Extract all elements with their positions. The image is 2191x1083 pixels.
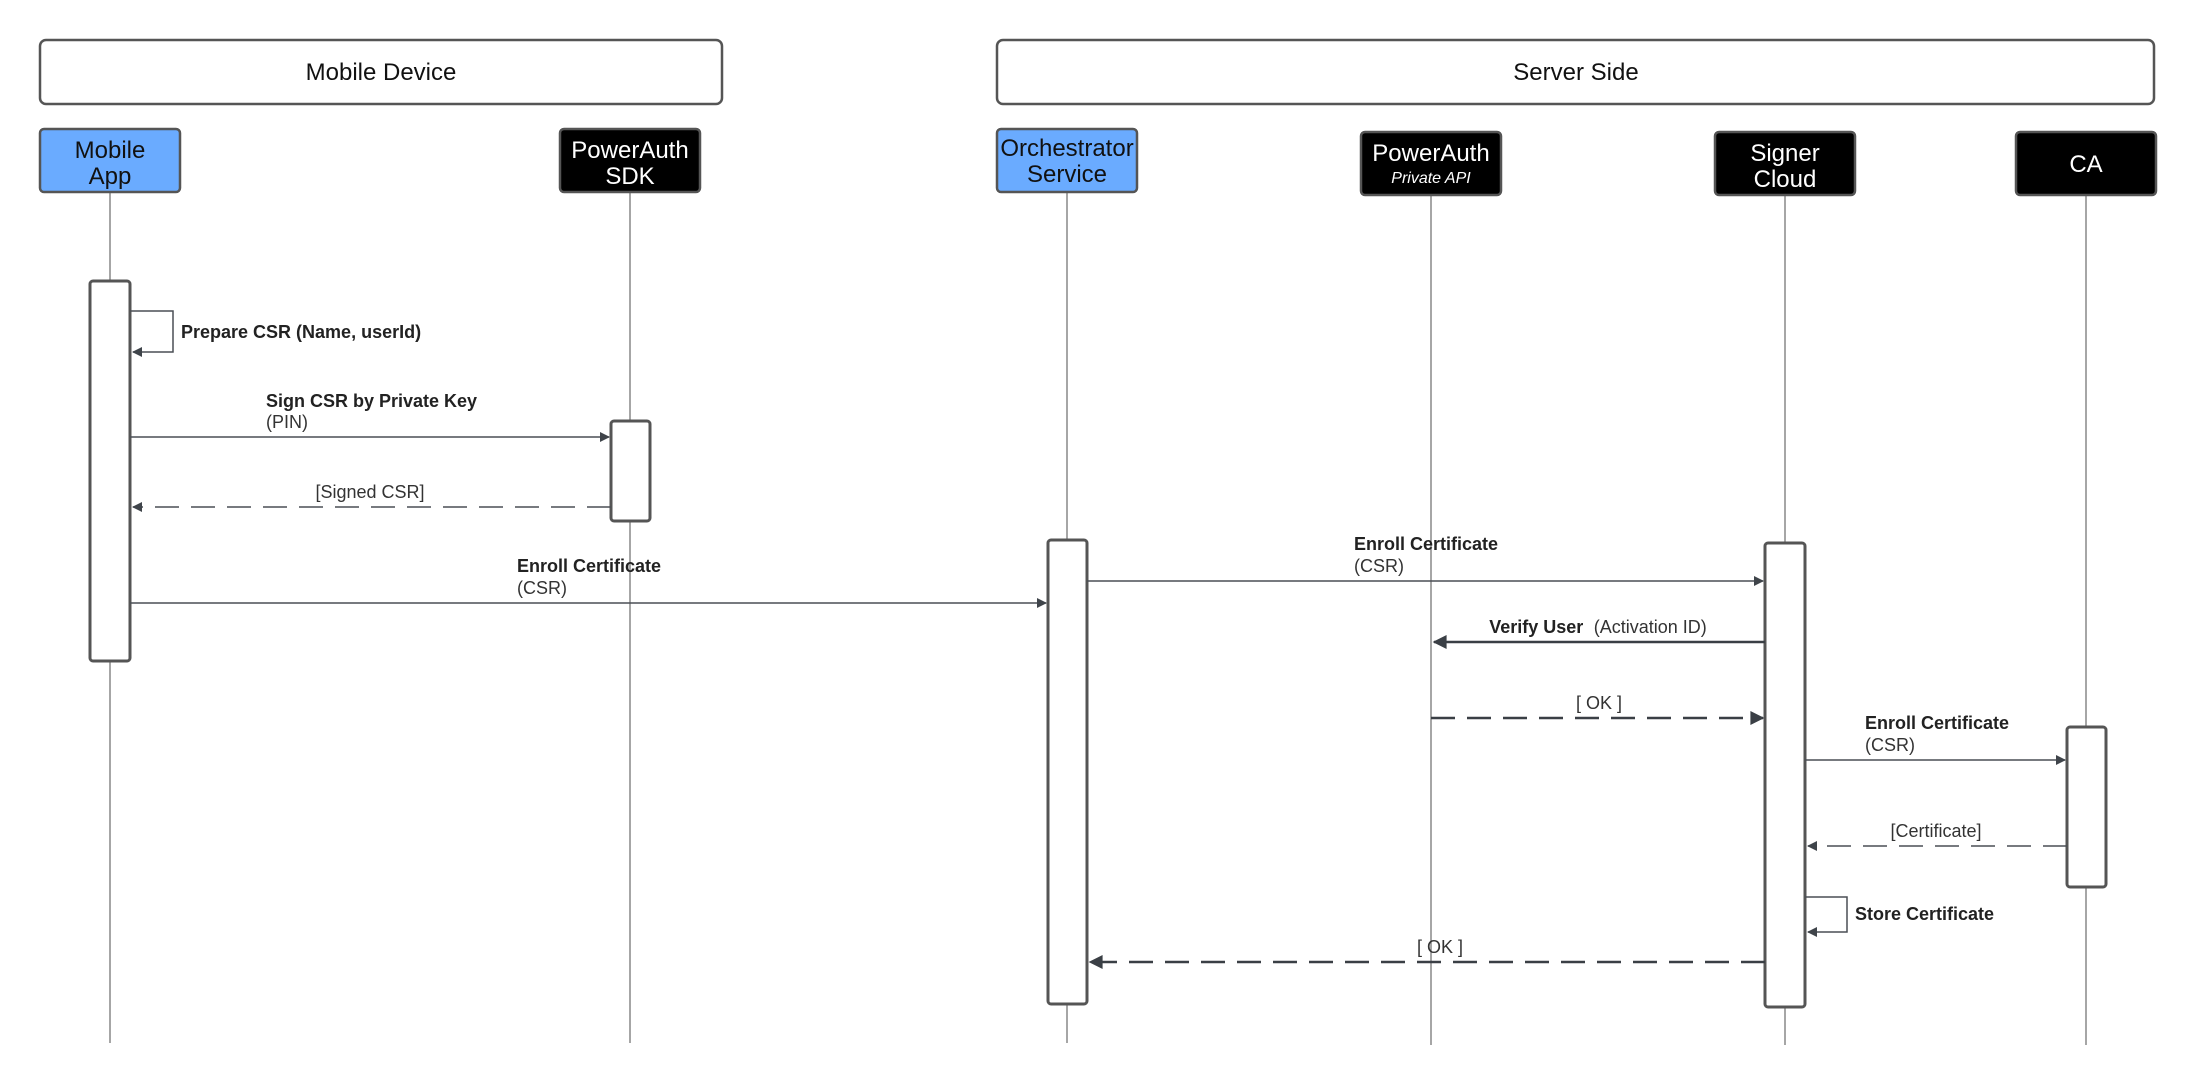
actor-signer-cloud-line1: Signer: [1750, 140, 1819, 167]
actor-powerauth-api-line1: PowerAuth: [1372, 140, 1489, 167]
actor-mobile-app: Mobile App: [38, 127, 182, 194]
verify-user-detail: (Activation ID): [1594, 617, 1707, 637]
actor-powerauth-sdk-line1: PowerAuth: [571, 137, 688, 164]
verify-user-text: Verify User (Activation ID): [1489, 617, 1707, 637]
enroll-orch-detail: (CSR): [1354, 556, 1404, 576]
message-certificate: [Certificate]: [1807, 821, 2067, 851]
self-arrow-store-certificate: [1805, 896, 1848, 937]
actor-orchestrator-service: Orchestrator Service: [995, 127, 1139, 194]
enroll-app-label: Enroll Certificate: [517, 556, 661, 576]
actor-signer-cloud-line2: Cloud: [1754, 166, 1817, 193]
enroll-orch-label: Enroll Certificate: [1354, 534, 1498, 554]
activation-ca: [2065, 725, 2108, 889]
actor-powerauth-private-api: PowerAuth Private API: [1359, 130, 1503, 197]
activation-powerauth-sdk: [609, 419, 652, 523]
message-enroll-app: Enroll Certificate (CSR): [130, 556, 1047, 608]
message-verify-user: Verify User (Activation ID): [1432, 617, 1765, 649]
group-server-side: Server Side: [995, 38, 2156, 106]
actor-mobile-app-line1: Mobile: [75, 137, 146, 164]
group-mobile-label: Mobile Device: [306, 59, 457, 86]
message-sign-csr: Sign CSR by Private Key (PIN): [130, 391, 610, 442]
signed-csr-label: [Signed CSR]: [315, 482, 424, 502]
message-enroll-orch: Enroll Certificate (CSR): [1087, 534, 1764, 586]
store-certificate-label: Store Certificate: [1855, 904, 1994, 924]
actor-powerauth-api-sub: Private API: [1391, 170, 1471, 187]
actor-mobile-app-line2: App: [89, 163, 132, 190]
message-prepare-csr: Prepare CSR (Name, userId): [130, 310, 421, 357]
sign-csr-detail: (PIN): [266, 412, 308, 432]
group-server-label: Server Side: [1513, 59, 1638, 86]
actor-ca-label: CA: [2069, 151, 2102, 178]
actor-powerauth-sdk-line2: SDK: [605, 163, 654, 190]
self-arrow-prepare-csr: [130, 310, 174, 357]
actor-ca: CA: [2014, 130, 2158, 197]
message-enroll-ca: Enroll Certificate (CSR): [1805, 713, 2066, 765]
message-ok-powerauth: [ OK ]: [1431, 693, 1765, 725]
sign-csr-label: Sign CSR by Private Key: [266, 391, 477, 411]
group-mobile-device: Mobile Device: [38, 38, 724, 106]
actor-orchestrator-line2: Service: [1027, 161, 1107, 188]
enroll-ca-label: Enroll Certificate: [1865, 713, 2009, 733]
activation-orchestrator: [1046, 538, 1089, 1006]
actor-powerauth-sdk: PowerAuth SDK: [558, 127, 702, 194]
actor-orchestrator-line1: Orchestrator: [1000, 135, 1133, 162]
activation-signer-cloud: [1763, 541, 1807, 1009]
enroll-app-detail: (CSR): [517, 578, 567, 598]
prepare-csr-label: Prepare CSR (Name, userId): [181, 322, 421, 342]
verify-user-label: Verify User: [1489, 617, 1583, 637]
ok-powerauth-label: [ OK ]: [1576, 693, 1622, 713]
message-ok-orchestrator: [ OK ]: [1088, 937, 1765, 969]
message-store-certificate: Store Certificate: [1805, 896, 1994, 937]
message-signed-csr: [Signed CSR]: [132, 482, 611, 512]
enroll-ca-detail: (CSR): [1865, 735, 1915, 755]
actor-signer-cloud: Signer Cloud: [1713, 130, 1857, 197]
certificate-label: [Certificate]: [1890, 821, 1981, 841]
ok-orchestrator-label: [ OK ]: [1417, 937, 1463, 957]
activation-mobile-app: [88, 279, 132, 663]
